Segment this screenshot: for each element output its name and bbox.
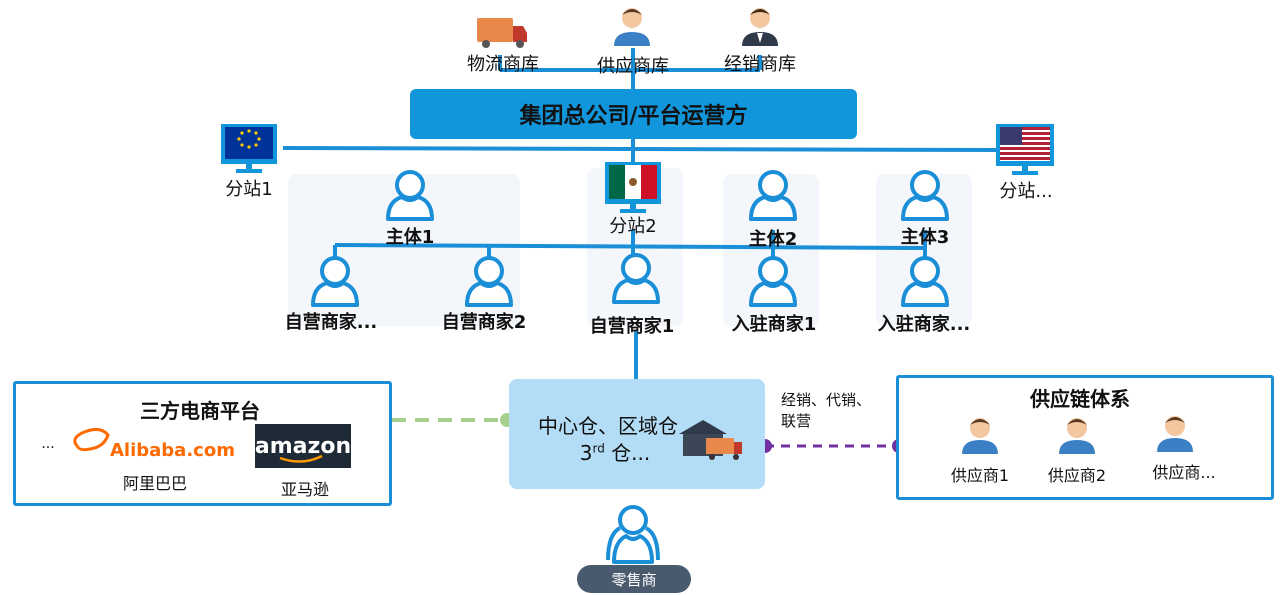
supply-chain-box	[896, 375, 1274, 500]
amazon-logo-text: amazon	[254, 433, 352, 459]
warehouse-line2: 3rd 仓...	[579, 441, 651, 465]
station1-label: 分站1	[225, 179, 273, 200]
entity1-label: 主体1	[385, 227, 435, 248]
warehouse-truck-icon	[679, 420, 742, 460]
relation-note-line1: 经销、代销、	[781, 391, 872, 409]
merchant-self-more-label: 自营商家...	[284, 312, 378, 333]
station2-label: 分站2	[609, 216, 657, 237]
hq-bar: 集团总公司/平台运营方	[410, 89, 857, 139]
dealer-store-label: 经销商库	[724, 54, 796, 75]
supplier-store-label: 供应商库	[597, 56, 669, 77]
station3-label: 分站...	[999, 181, 1053, 202]
merchant-settled-more-label: 入驻商家...	[877, 314, 971, 335]
usa-flag-monitor-icon	[996, 124, 1054, 175]
mexico-flag-monitor-icon	[605, 162, 661, 213]
retailer-label: 零售商	[611, 570, 657, 589]
supplier1-label: 供应商1	[950, 466, 1010, 485]
entity3-label: 主体3	[900, 227, 950, 248]
merchant-self2-label: 自营商家2	[441, 312, 527, 333]
logistics-store-label: 物流商库	[467, 54, 539, 75]
supplier3-label: 供应商...	[1152, 463, 1216, 482]
relation-note-line2: 联营	[781, 412, 812, 430]
merchant-settled1-label: 入驻商家1	[731, 314, 817, 335]
dealer-person-icon	[742, 8, 778, 46]
warehouse-line1: 中心仓、区域仓	[538, 414, 678, 438]
hq-label: 集团总公司/平台运营方	[519, 104, 748, 129]
entity2-label: 主体2	[748, 229, 798, 250]
retailer-group-icon	[606, 505, 660, 564]
supplier-person-icon	[614, 8, 650, 46]
alibaba-name: 阿里巴巴	[122, 474, 187, 493]
alibaba-logo-icon	[73, 428, 110, 452]
supplier2-label: 供应商2	[1047, 466, 1107, 485]
supply-chain-title: 供应链体系	[1030, 387, 1130, 411]
third-party-title: 三方电商平台	[140, 399, 260, 423]
amazon-logo: amazon	[255, 424, 351, 468]
third-party-ellipsis: ...	[41, 436, 55, 452]
merchant-self1-label: 自营商家1	[589, 316, 675, 337]
retailer-badge: 零售商	[577, 565, 691, 593]
alibaba-logo-text: Alibaba.com	[110, 440, 235, 461]
truck-icon	[477, 18, 527, 48]
eu-flag-monitor-icon	[221, 124, 277, 173]
amazon-name: 亚马逊	[280, 480, 329, 499]
